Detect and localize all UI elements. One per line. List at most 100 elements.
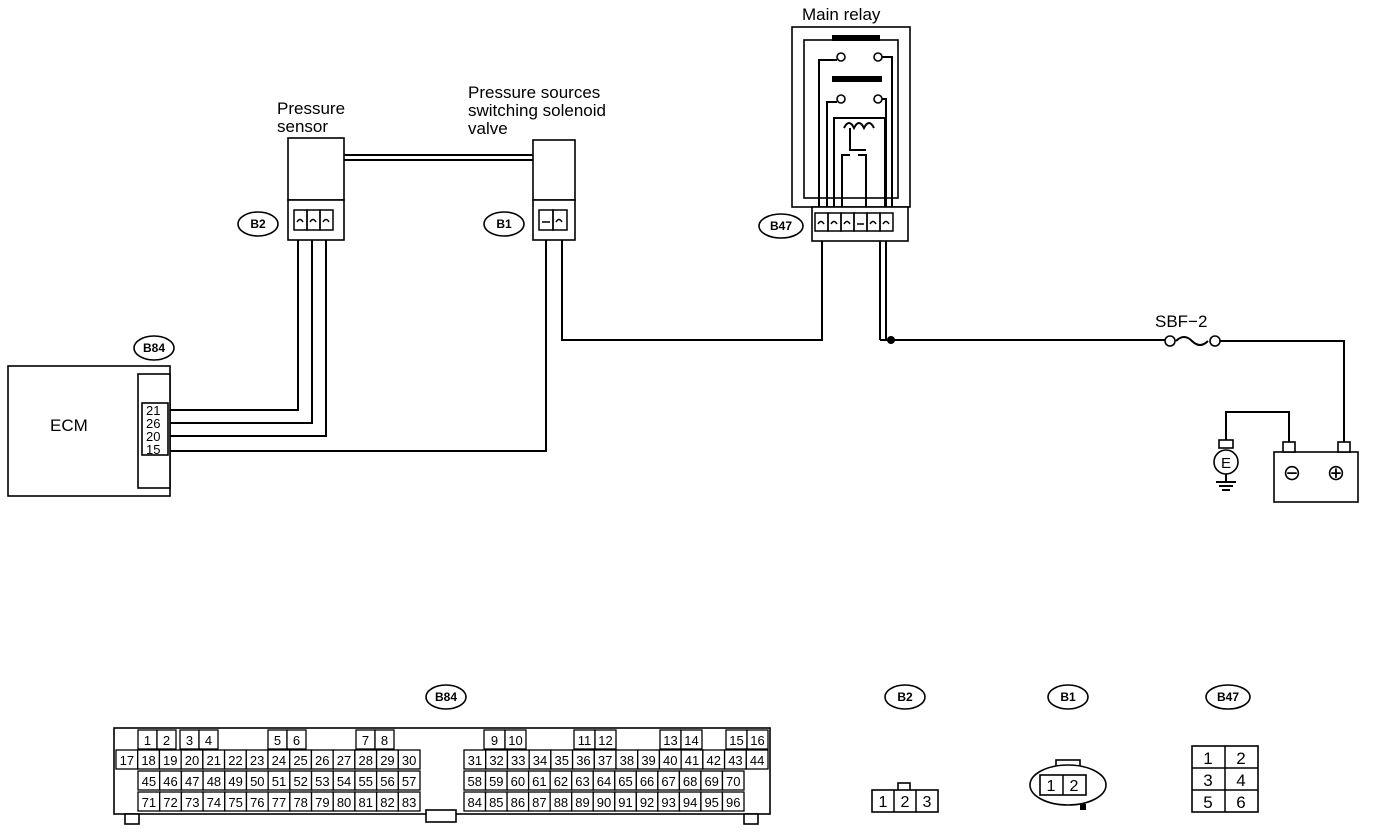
b84-pin-51: 51 — [272, 774, 286, 789]
b47-face-tag: B47 — [1217, 690, 1239, 704]
b47-tag: B47 — [770, 219, 792, 233]
b84-pin-33: 33 — [511, 753, 525, 768]
b84-pin-84: 84 — [468, 795, 482, 810]
b84-pin-59: 59 — [489, 774, 503, 789]
b2-pin-3: 3 — [923, 794, 932, 811]
b84-pin-66: 66 — [640, 774, 654, 789]
b84-pin-31: 31 — [468, 753, 482, 768]
b84-pin-26: 26 — [315, 753, 329, 768]
solenoid-label-1: Pressure sources — [468, 83, 600, 102]
b84-pin-8-cell — [374, 729, 395, 750]
b84-pin-88: 88 — [554, 795, 568, 810]
b84-pin-25: 25 — [293, 753, 307, 768]
b84-pin-13: 13 — [663, 733, 677, 748]
ecm-pin-block — [141, 402, 169, 456]
wire-ground — [1225, 411, 1290, 446]
b84-pin-57: 57 — [402, 774, 416, 789]
pressure-sensor-label-1: Pressure — [277, 99, 345, 118]
pressure-sensor-body — [287, 137, 345, 201]
b84-pin-70: 70 — [726, 774, 740, 789]
b1-tag: B1 — [496, 217, 512, 231]
b84-pin-28: 28 — [358, 753, 372, 768]
b1-pin-2: 2 — [1070, 778, 1079, 795]
relay-switch-2 — [832, 76, 882, 82]
b84-pin-55: 55 — [359, 774, 373, 789]
b84-pin-65: 65 — [618, 774, 632, 789]
b84-pin-7: 7 — [362, 733, 369, 748]
ground-label: E — [1221, 455, 1231, 472]
b84-pin-19: 19 — [163, 753, 177, 768]
b84-pin-8: 8 — [381, 733, 388, 748]
b84-pin-24: 24 — [272, 753, 286, 768]
b84-pin-47: 47 — [185, 774, 199, 789]
b84-pin-34: 34 — [533, 753, 547, 768]
b84-pin-57-cell — [397, 770, 421, 791]
b84-pin-36: 36 — [576, 753, 590, 768]
b1-face-tag-oval — [1047, 684, 1089, 710]
b84-pin-96-cell — [721, 791, 745, 812]
ecm-pin-15: 15 — [146, 442, 160, 457]
b84-pin-37: 37 — [598, 753, 612, 768]
b84-pin-68: 68 — [683, 774, 697, 789]
b2-face-tag-oval — [884, 684, 926, 710]
b84-pin-14: 14 — [684, 733, 698, 748]
b84-pin-93: 93 — [661, 795, 675, 810]
solenoid-body — [532, 139, 576, 201]
b1-pin-1: 1 — [1047, 778, 1056, 795]
b84-pin-79: 79 — [315, 795, 329, 810]
b84-pin-53: 53 — [315, 774, 329, 789]
b84-pin-11: 11 — [578, 733, 592, 748]
pressure-sensor-label-2: sensor — [277, 117, 328, 136]
b84-pin-58: 58 — [468, 774, 482, 789]
b1-connector — [532, 199, 576, 241]
b47-pin-3: 3 — [1203, 771, 1212, 790]
b84-pin-56: 56 — [380, 774, 394, 789]
b84-pin-80: 80 — [337, 795, 351, 810]
b84-pin-42: 42 — [706, 753, 720, 768]
wire-pin15 — [170, 240, 547, 452]
b84-pin-29: 29 — [380, 753, 394, 768]
fuse-label: SBF−2 — [1155, 312, 1207, 331]
wire-fuse-battery — [1220, 340, 1345, 442]
b84-pin-46: 46 — [163, 774, 177, 789]
b84-pin-61: 61 — [532, 774, 546, 789]
battery-positive-icon: ⊕ — [1327, 460, 1345, 485]
pressure-sensor: Pressure sensor B2 — [237, 99, 345, 241]
ground-icon — [1216, 474, 1236, 491]
ecm: ECM 21 26 20 15 B84 — [7, 335, 175, 497]
b84-pin-73: 73 — [185, 795, 199, 810]
b84-pin-83: 83 — [402, 795, 416, 810]
b84-pin-43: 43 — [728, 753, 742, 768]
b84-pin-90: 90 — [597, 795, 611, 810]
b84-pin-78: 78 — [293, 795, 307, 810]
b84-pin-16: 16 — [750, 733, 764, 748]
b84-pin-54: 54 — [337, 774, 351, 789]
b84-pin-89: 89 — [575, 795, 589, 810]
battery-body — [1273, 451, 1359, 503]
b84-pin-87: 87 — [532, 795, 546, 810]
b2-connector-face: B2 1 2 3 — [871, 684, 939, 813]
b84-pin-67: 67 — [661, 774, 675, 789]
b84-pin-23: 23 — [250, 753, 264, 768]
b2-tag: B2 — [250, 217, 266, 231]
b84-pin-94: 94 — [683, 795, 697, 810]
b84-pin-30: 30 — [402, 753, 416, 768]
b84-pin-95: 95 — [704, 795, 718, 810]
b84-pin-6-cell — [286, 729, 307, 750]
main-relay-label: Main relay — [802, 5, 881, 24]
ecm-pin-26: 26 — [146, 416, 160, 431]
b2-pin-2: 2 — [901, 794, 910, 811]
b84-pin-75: 75 — [228, 795, 242, 810]
junction-dot — [887, 336, 895, 344]
b84-pin-4: 4 — [205, 733, 212, 748]
wire-solenoid-relay — [561, 240, 823, 341]
b84-tag: B84 — [435, 690, 457, 704]
b84-pin-83-cell — [397, 791, 421, 812]
b84-pin-32: 32 — [489, 753, 503, 768]
b47-face-tag-oval — [1205, 684, 1251, 710]
b84-pin-10: 10 — [508, 733, 522, 748]
solenoid-label-2: switching solenoid — [468, 101, 606, 120]
